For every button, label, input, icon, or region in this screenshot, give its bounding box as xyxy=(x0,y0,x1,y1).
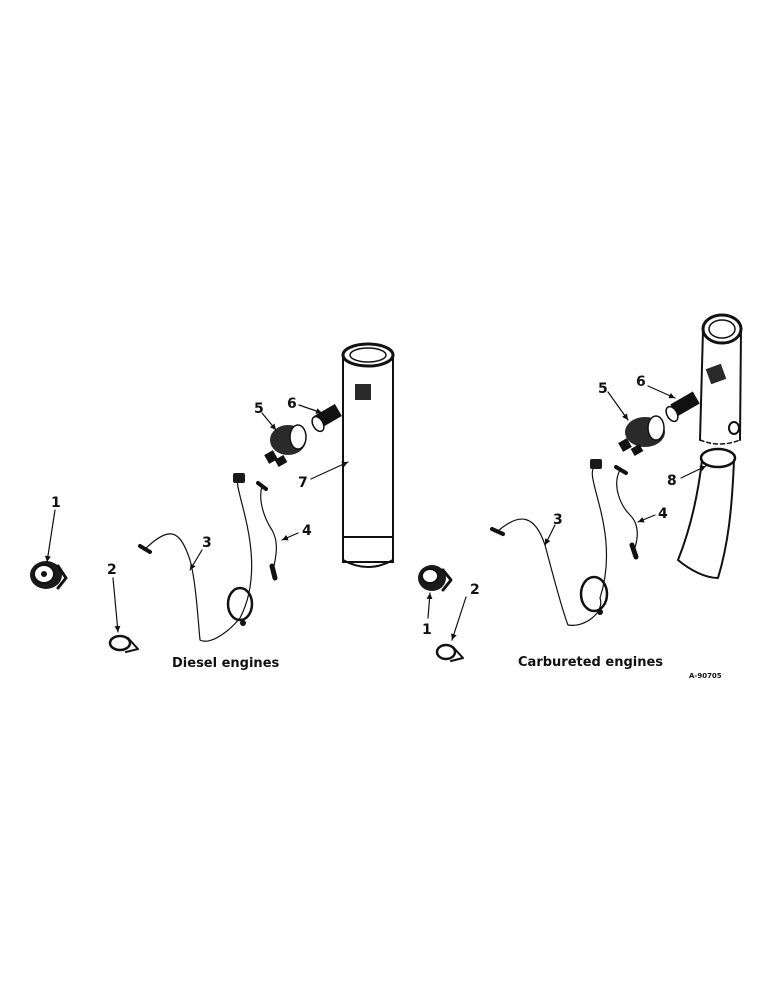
carbureted-callout-4: 4 xyxy=(658,506,668,522)
diesel-callout-4: 4 xyxy=(302,523,312,539)
sending-unit-part xyxy=(618,415,665,456)
diesel-caption: Diesel engines xyxy=(172,656,280,671)
carbureted-panel: 1 2 3 4 5 6 8 Carbureted engines xyxy=(418,313,743,670)
diesel-callout-arrows xyxy=(44,404,349,633)
elbow-pipe-part xyxy=(677,313,743,579)
adapter-fitting-part xyxy=(665,391,700,423)
pipe-part xyxy=(341,342,395,568)
wiring-harness-part xyxy=(490,459,609,626)
diesel-callout-1: 1 xyxy=(51,495,61,511)
drawing-code: A-90705 xyxy=(689,672,722,680)
diesel-callout-7: 7 xyxy=(298,475,308,491)
gauge-part xyxy=(418,565,453,592)
carbureted-callout-1: 1 xyxy=(422,622,432,638)
wiring-harness-part xyxy=(138,473,254,642)
sending-unit-part xyxy=(264,424,307,467)
clamp-ring-part xyxy=(108,634,139,653)
carbureted-callout-6: 6 xyxy=(636,374,646,390)
diesel-callout-2: 2 xyxy=(107,562,117,578)
sender-wire-part xyxy=(256,481,278,581)
gauge-part xyxy=(30,561,68,590)
sender-wire-part xyxy=(614,465,639,560)
diesel-callout-5: 5 xyxy=(254,401,264,417)
carbureted-callout-3: 3 xyxy=(553,512,563,528)
carbureted-callout-arrows xyxy=(426,385,707,641)
diesel-callout-6: 6 xyxy=(287,396,297,412)
carbureted-callout-5: 5 xyxy=(598,381,608,397)
diesel-panel: 1 2 3 4 5 6 7 Diesel engines xyxy=(30,342,395,671)
clamp-ring-part xyxy=(435,643,464,662)
carbureted-callout-8: 8 xyxy=(667,473,677,489)
adapter-fitting-part xyxy=(311,403,342,433)
carbureted-callout-2: 2 xyxy=(470,582,480,598)
carbureted-caption: Carbureted engines xyxy=(518,655,663,670)
diesel-callout-3: 3 xyxy=(202,535,212,551)
